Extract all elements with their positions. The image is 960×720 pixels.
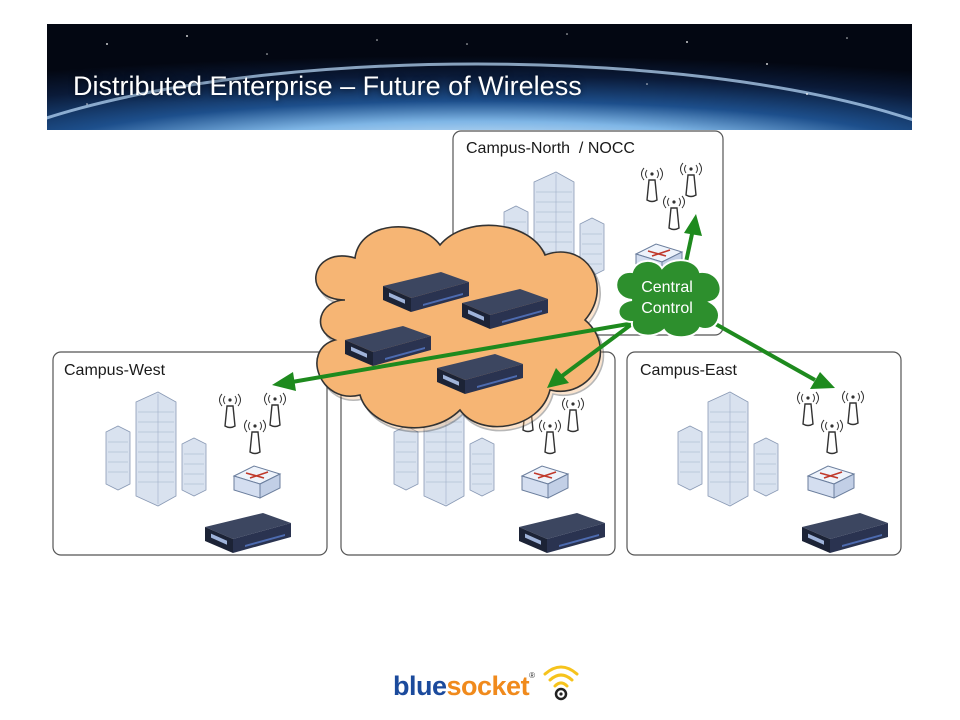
campus-east-label: Campus-East (640, 362, 737, 379)
arrow-head (272, 372, 296, 391)
logo-part-blue: blue (393, 671, 447, 701)
cloud-shape (315, 224, 602, 429)
logo-part-socket: socket (446, 671, 530, 701)
central-control-line2: Control (641, 300, 693, 317)
central-control-cloud (615, 259, 722, 339)
title-banner: Distributed Enterprise – Future of Wirel… (47, 24, 912, 130)
arrow-head (810, 372, 835, 389)
campus-north-label: Campus-North / NOCC (466, 140, 635, 157)
arrow-to-west (291, 320, 641, 384)
slide-title: Distributed Enterprise – Future of Wirel… (73, 71, 582, 101)
arrow-to-central (560, 316, 642, 378)
control-arrows (272, 214, 835, 391)
arrow-to-east (711, 320, 816, 382)
wifi-logo-mark-icon (543, 665, 579, 701)
arrow-head (684, 214, 702, 236)
arrow-head (547, 368, 569, 388)
globe-banner-image (47, 24, 912, 130)
campus-west-label: Campus-West (64, 362, 166, 379)
logo-registered-mark: ® (529, 671, 535, 680)
logo-wordmark: bluesocket® (393, 671, 535, 702)
bluesocket-logo: bluesocket® (393, 660, 593, 710)
central-control-line1: Central (641, 279, 693, 296)
